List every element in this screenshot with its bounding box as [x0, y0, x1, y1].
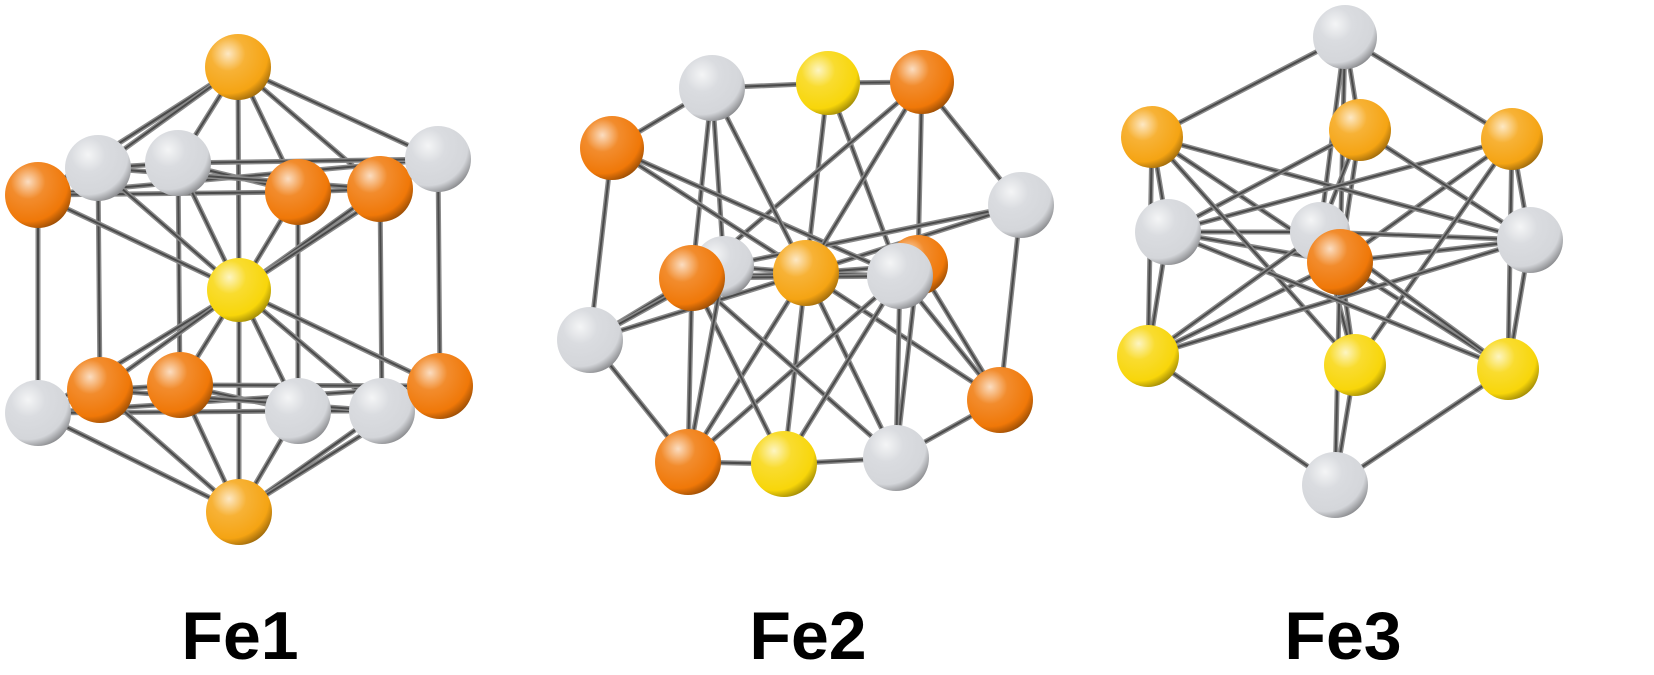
fe1-bond-core-44	[37, 412, 240, 513]
panel-fe3-polyhedron	[1117, 5, 1563, 518]
fe1-atom-gray-11	[265, 378, 331, 444]
fe3-atom-gray-11	[1302, 452, 1368, 518]
fe3-bond-core-34	[1147, 231, 1321, 357]
fe2-atom-orange-11	[967, 367, 1033, 433]
fe3-atom-amber-1	[1121, 106, 1183, 168]
fe3-bond-core-2	[1344, 36, 1513, 140]
fe2-bond-core-19	[723, 204, 1022, 267]
panel-fe1-polyhedron	[5, 34, 473, 545]
fe2-atom-orange-3	[580, 116, 644, 180]
fe3-atom-yellow-8	[1117, 325, 1179, 387]
fe3-atom-orange-6	[1307, 229, 1373, 295]
fe3-atom-amber-2	[1329, 99, 1391, 161]
fe1-bond-core-22	[37, 194, 240, 291]
fe3-bond-core-30	[1151, 136, 1356, 366]
fe1-atom-gray-2	[65, 135, 131, 201]
fe3-bond-core-10	[1339, 138, 1513, 263]
fe1-bond-core-14	[97, 167, 381, 190]
fe3-bond-core-19	[1359, 129, 1531, 241]
fe3-bond-core-33	[1167, 231, 1509, 370]
fe2-bond-core-39	[711, 87, 807, 274]
fe1-bond-core-42	[99, 389, 383, 412]
fe2-bond-core-30	[691, 277, 785, 465]
fe1-bond-core-18	[177, 162, 181, 386]
fe2-atom-yellow-13	[751, 431, 817, 497]
fe2-bond-core-33	[687, 265, 725, 463]
fe2-atom-orange-7	[659, 245, 725, 311]
fe1-bond-core-20	[379, 188, 383, 412]
fe2-atom-gray-4	[988, 172, 1054, 238]
fe1-atom-orange-13	[407, 353, 473, 419]
fe1-atom-orange-10	[147, 352, 213, 418]
fe2-atoms	[557, 50, 1054, 497]
fe3-atom-amber-3	[1481, 108, 1543, 170]
fe3-bond-core-23	[1147, 261, 1341, 357]
fe1-atom-gray-6	[405, 126, 471, 192]
fe1-bond-core-33	[238, 289, 441, 387]
fe1-atom-amber-0	[205, 34, 271, 100]
fe2-label: Fe2	[749, 598, 867, 674]
fe2-bond-core-28	[805, 272, 897, 459]
fe2-bond-core-31	[691, 277, 897, 459]
fe2-atom-amber-8	[773, 240, 839, 306]
fe1-atom-orange-4	[265, 159, 331, 225]
fe2-atom-gray-0	[679, 55, 745, 121]
fe1-atoms	[5, 34, 473, 545]
fe2-atom-gray-9	[867, 243, 933, 309]
fe1-atom-orange-9	[67, 357, 133, 423]
fe3-atom-gray-0	[1313, 5, 1377, 69]
panel-fe2-polyhedron	[557, 50, 1054, 497]
fe3-atoms	[1117, 5, 1563, 518]
fe1-label: Fe1	[181, 598, 299, 674]
fe2-bond-core-26	[687, 272, 807, 463]
fe2-bond-core-32	[783, 275, 901, 465]
fe1-bond-core-5	[237, 66, 439, 160]
fe1-atom-amber-14	[206, 479, 272, 545]
fe2-bond-core-18	[611, 147, 901, 277]
fe1-bond-core-21	[437, 158, 441, 387]
fe1-atom-yellow-7	[207, 258, 271, 322]
fe3-bond-core-0	[1151, 36, 1346, 138]
fe1-atom-orange-1	[5, 162, 71, 228]
fe3-bond-core-18	[1167, 129, 1361, 233]
fe2-bond-core-40	[805, 81, 923, 274]
fe3-atom-gray-7	[1497, 207, 1563, 273]
fe1-atom-gray-12	[349, 378, 415, 444]
fe2-atom-orange-12	[655, 429, 721, 495]
fe3-bond-core-26	[1147, 355, 1336, 486]
fe2-bond-core-25	[805, 272, 1001, 401]
fe3-bond-core-31	[1354, 138, 1513, 366]
fe1-bond-core-17	[97, 167, 101, 391]
fe3-bond-core-16	[1151, 136, 1531, 241]
fe2-bond-core-16	[611, 147, 807, 274]
fe1-atom-gray-8	[5, 380, 71, 446]
fe3-label: Fe3	[1284, 598, 1402, 674]
fe3-atom-gray-5	[1135, 199, 1201, 265]
fe1-atom-orange-5	[347, 156, 413, 222]
fe3-atom-yellow-9	[1324, 334, 1386, 396]
fe2-atom-gray-10	[557, 307, 623, 373]
fe3-bond-core-32	[1147, 239, 1531, 357]
fe3-bond-core-28	[1334, 368, 1509, 486]
fe2-atom-yellow-1	[796, 51, 860, 115]
fe2-atom-gray-14	[863, 425, 929, 491]
fe2-atom-orange-2	[890, 50, 954, 114]
fe1-atom-gray-3	[145, 130, 211, 196]
fe3-atom-yellow-10	[1477, 338, 1539, 400]
